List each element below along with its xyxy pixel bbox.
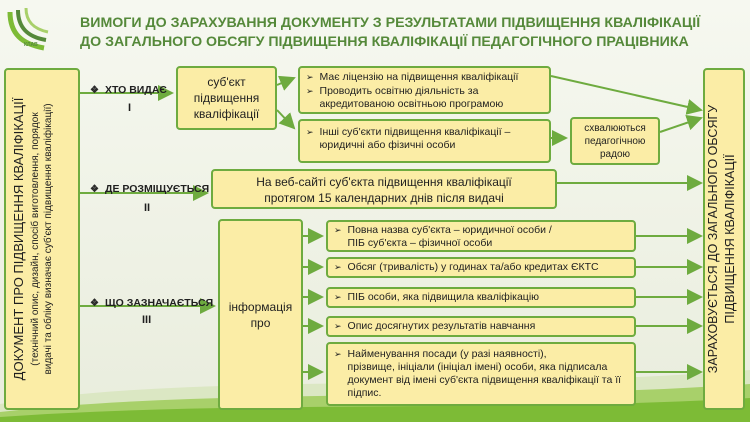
info-item-1: ➢ Повна назва суб'єкта – юридичної особи… xyxy=(326,220,636,252)
info-item-2-line-1: Обсяг (тривалість) у годинах та/або кред… xyxy=(347,261,599,273)
logo-icon xyxy=(7,7,49,51)
document-title: ДОКУМЕНТ ПРО ПІДВИЩЕННЯ КВАЛІФІКАЦІЇ xyxy=(11,97,26,381)
chevron-right-icon: ➢ xyxy=(334,349,342,359)
logo: КЛАВ xyxy=(4,4,50,54)
document-box-text: ДОКУМЕНТ ПРО ПІДВИЩЕННЯ КВАЛІФІКАЦІЇ (те… xyxy=(6,70,78,408)
chevron-right-icon: ➢ xyxy=(334,262,342,272)
chevron-right-icon: ➢ xyxy=(334,225,342,235)
license-item-1: ➢ Має ліцензію на підвищення кваліфікаці… xyxy=(306,71,519,83)
approve-box: схвалюються педагогічною радою xyxy=(570,117,660,165)
info-box: інформація про xyxy=(218,219,303,410)
license-item-2: ➢ Проводить освітню діяльність за акреди… xyxy=(306,85,504,110)
other-subjects-item: ➢ Інші суб'єкти підвищення кваліфікації … xyxy=(306,126,511,151)
document-subtitle-2: видачі та обліку визначає суб'єкт підвищ… xyxy=(43,103,54,375)
chevron-right-icon: ➢ xyxy=(306,127,314,137)
chevron-right-icon: ➢ xyxy=(334,292,342,302)
info-item-3-line-1: ПІБ особи, яка підвищила кваліфікацію xyxy=(347,291,540,303)
website-line-2: протягом 15 календарних днів після видач… xyxy=(264,191,504,205)
other-subjects-box: ➢ Інші суб'єкти підвищення кваліфікації … xyxy=(298,119,551,163)
diamond-bullet-icon: ❖ xyxy=(90,184,99,195)
section-label-2: ❖ДЕ РОЗМІЩУЄТЬСЯ xyxy=(90,183,210,195)
section-label-1: ❖ХТО ВИДАЄ xyxy=(90,84,167,96)
title-line-2: ДО ЗАГАЛЬНОГО ОБСЯГУ ПІДВИЩЕННЯ КВАЛІФІК… xyxy=(80,34,689,50)
title-line-1: ВИМОГИ ДО ЗАРАХУВАННЯ ДОКУМЕНТУ З РЕЗУЛЬ… xyxy=(80,15,701,31)
section-roman-1: І xyxy=(128,102,132,114)
website-line-1: На веб-сайті суб'єкта підвищення кваліфі… xyxy=(256,175,512,189)
section-roman-2: ІІ xyxy=(144,202,151,214)
document-subtitle-1: (технічний опис, дизайн, спосіб виготовл… xyxy=(30,112,41,366)
counted-box-text: ЗАРАХОВУЄТЬСЯ ДО ЗАГАЛЬНОГО ОБСЯГУ ПІДВИ… xyxy=(705,70,743,408)
info-item-2: ➢ Обсяг (тривалість) у годинах та/або кр… xyxy=(326,257,636,278)
subject-box: суб'єкт підвищення кваліфікації xyxy=(176,66,277,130)
chevron-right-icon: ➢ xyxy=(334,321,342,331)
info-item-1-line-1: Повна назва суб'єкта – юридичної особи / xyxy=(347,224,552,236)
info-item-4-line-1: Опис досягнутих результатів навчання xyxy=(347,320,536,332)
info-item-3: ➢ ПІБ особи, яка підвищила кваліфікацію xyxy=(326,287,636,308)
document-box: ДОКУМЕНТ ПРО ПІДВИЩЕННЯ КВАЛІФІКАЦІЇ (те… xyxy=(4,68,80,410)
section-label-3: ❖ЩО ЗАЗНАЧАЄТЬСЯ xyxy=(90,297,214,309)
chevron-right-icon: ➢ xyxy=(306,72,314,82)
counted-box: ЗАРАХОВУЄТЬСЯ ДО ЗАГАЛЬНОГО ОБСЯГУ ПІДВИ… xyxy=(703,68,745,410)
license-box: ➢ Має ліцензію на підвищення кваліфікаці… xyxy=(298,66,551,114)
diamond-bullet-icon: ❖ xyxy=(90,85,99,96)
page-title: ВИМОГИ ДО ЗАРАХУВАННЯ ДОКУМЕНТУ З РЕЗУЛЬ… xyxy=(80,14,720,52)
info-item-4: ➢ Опис досягнутих результатів навчання xyxy=(326,316,636,337)
diamond-bullet-icon: ❖ xyxy=(90,298,99,309)
counted-line-2: ПІДВИЩЕННЯ КВАЛІФІКАЦІЇ xyxy=(723,154,737,324)
info-item-1-line-2: ПІБ суб'єкта – фізичної особи xyxy=(347,237,493,249)
info-item-5: ➢ Найменування посади (у разі наявності)… xyxy=(326,342,636,406)
chevron-right-icon: ➢ xyxy=(306,86,314,96)
counted-line-1: ЗАРАХОВУЄТЬСЯ ДО ЗАГАЛЬНОГО ОБСЯГУ xyxy=(706,104,720,374)
website-box: На веб-сайті суб'єкта підвищення кваліфі… xyxy=(211,169,557,209)
info-item-5-line-2: прізвище, ініціали (ініціал імені) особи… xyxy=(347,361,622,399)
logo-text: КЛАВ xyxy=(24,42,38,48)
section-roman-3: ІІІ xyxy=(142,314,152,326)
info-item-5-line-1: Найменування посади (у разі наявності), xyxy=(347,348,547,360)
